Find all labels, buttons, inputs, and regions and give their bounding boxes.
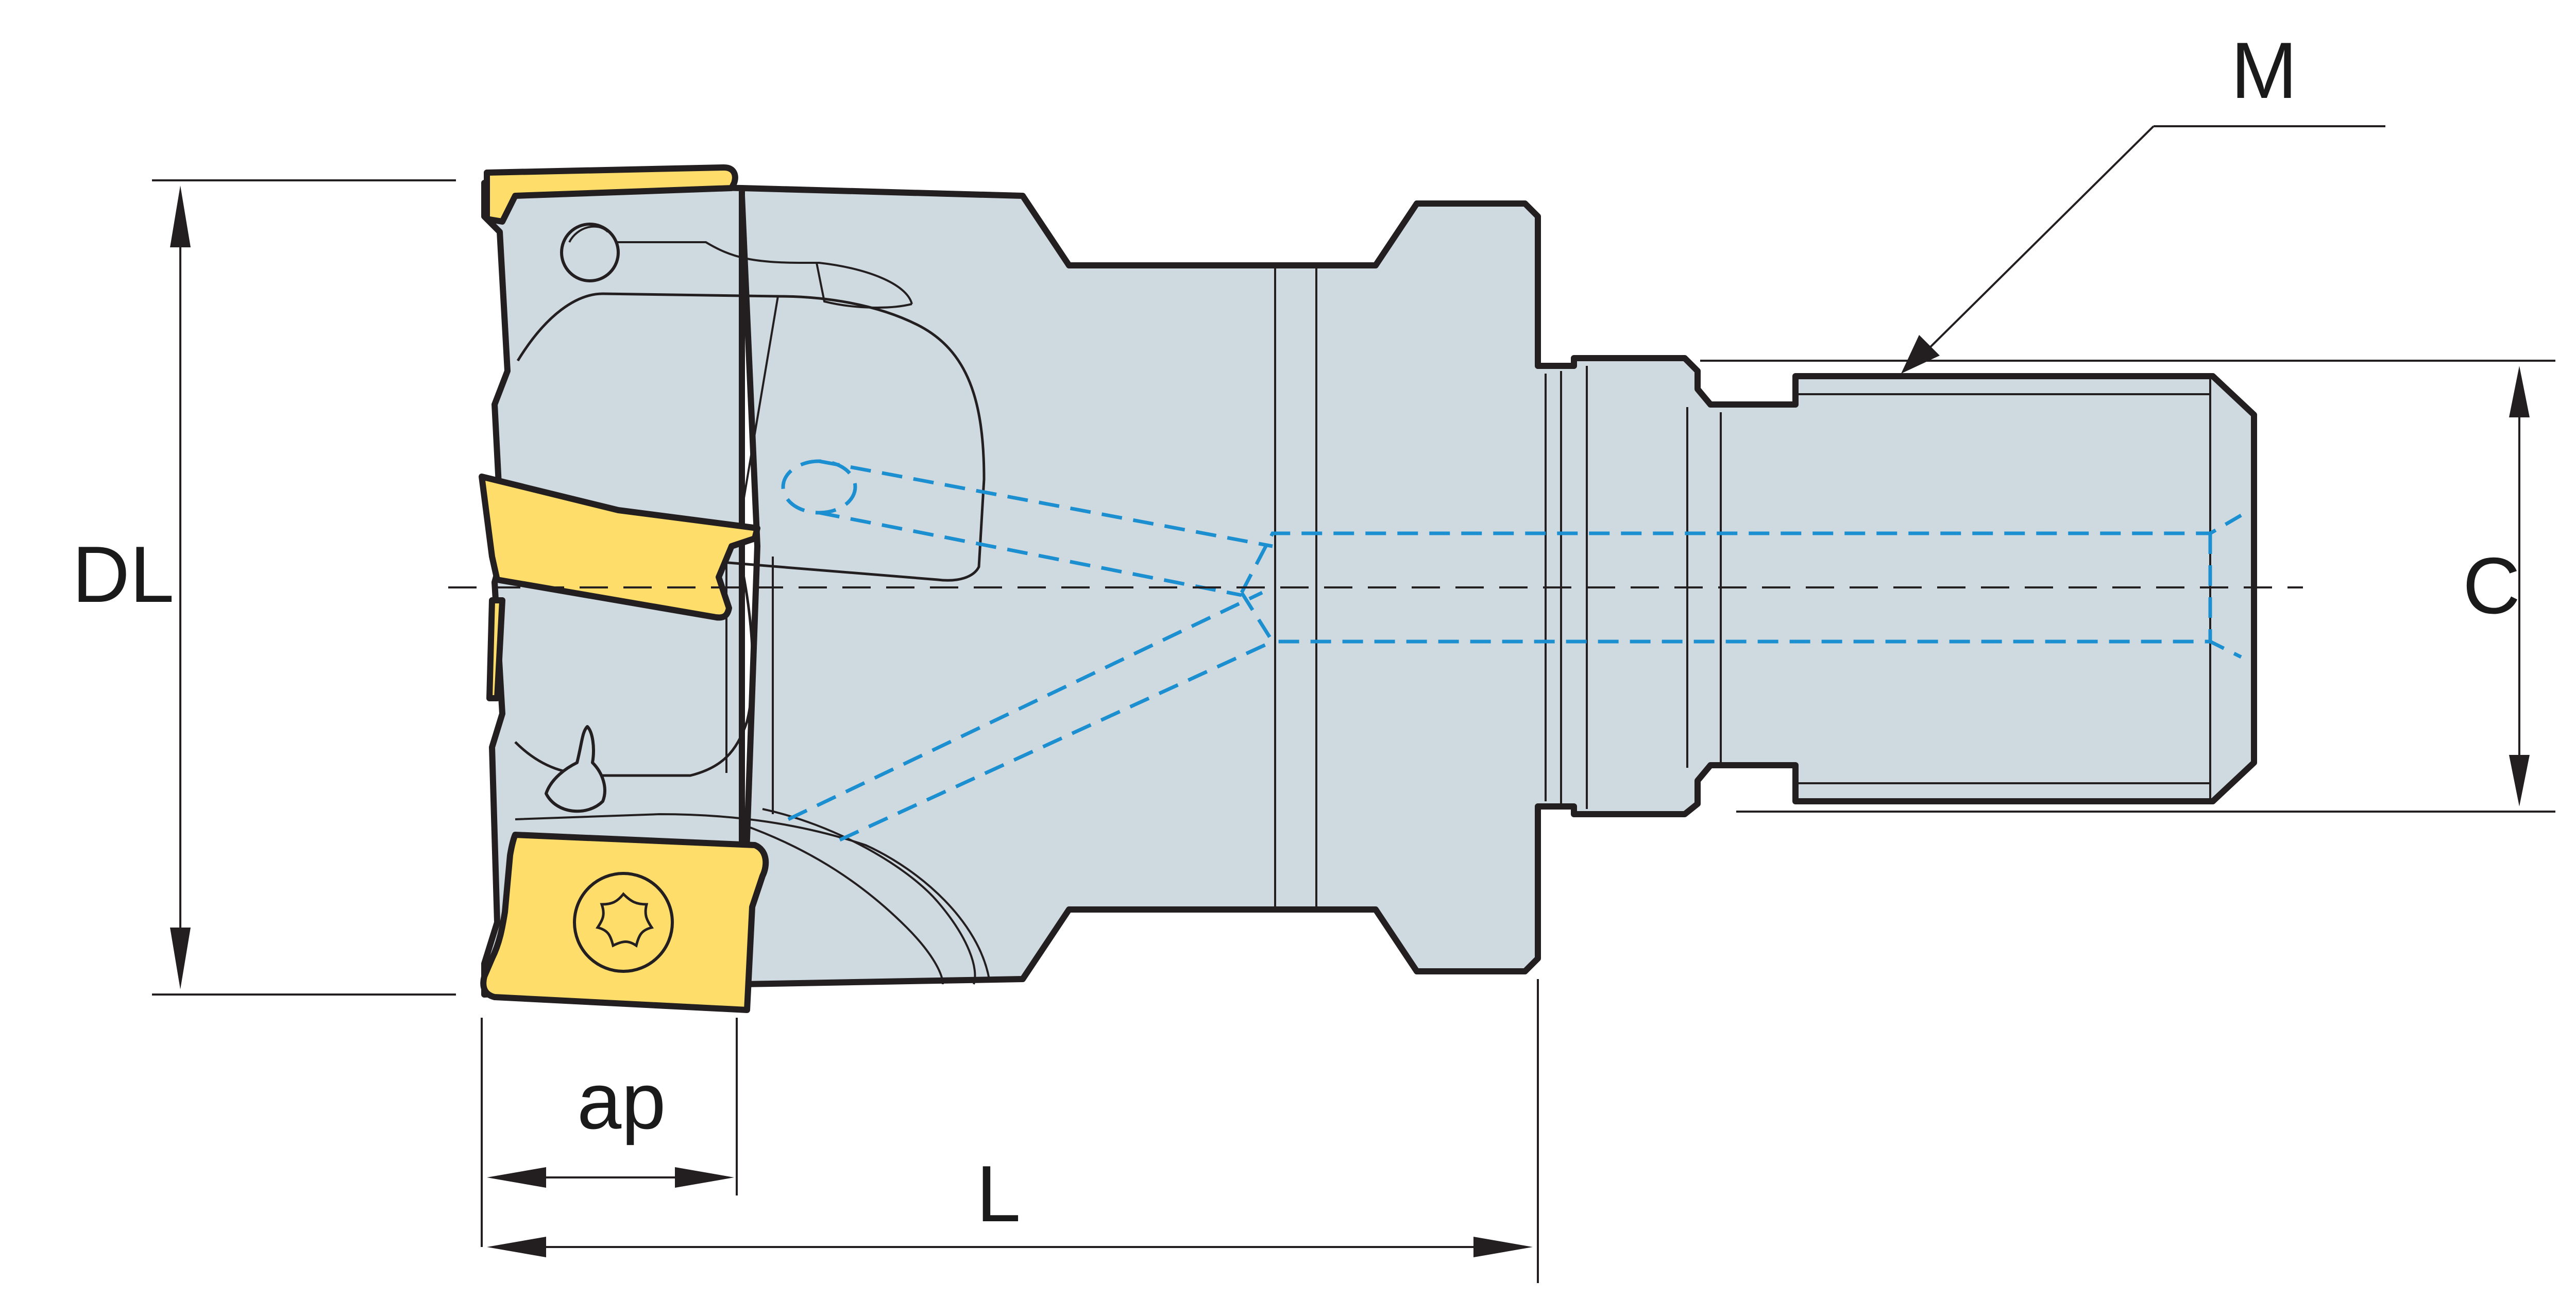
dimension-L bbox=[487, 979, 1539, 1283]
flute-upper-ridge bbox=[603, 241, 913, 305]
label-C: C bbox=[2463, 541, 2520, 630]
flute-lower-ridge-2 bbox=[762, 808, 976, 985]
dimension-DL bbox=[152, 179, 456, 996]
flute-upper-ridge-2 bbox=[816, 262, 912, 309]
cutter-body bbox=[739, 185, 2257, 987]
flute-lower-ridge bbox=[515, 813, 990, 980]
screw-head-bottom bbox=[545, 725, 606, 813]
chip-flute-upper-inner bbox=[741, 296, 779, 511]
flute-lower-ridge-3 bbox=[741, 823, 944, 985]
insert-middle-lower bbox=[486, 597, 505, 701]
flute-lower bbox=[514, 566, 754, 777]
label-DL: DL bbox=[72, 530, 174, 619]
dimension-C bbox=[1700, 360, 2555, 813]
dimension-M bbox=[1901, 125, 2385, 374]
insert-top bbox=[484, 164, 738, 225]
label-ap: ap bbox=[577, 1056, 666, 1145]
label-M: M bbox=[2231, 26, 2297, 115]
coolant-channels bbox=[781, 459, 2242, 842]
dimension-ap bbox=[481, 1018, 738, 1247]
chip-flute-upper bbox=[516, 292, 986, 582]
screw-head-top bbox=[560, 223, 620, 282]
torx-screw-icon bbox=[573, 872, 674, 973]
label-L: L bbox=[976, 1149, 1021, 1238]
insert-middle bbox=[479, 474, 760, 621]
